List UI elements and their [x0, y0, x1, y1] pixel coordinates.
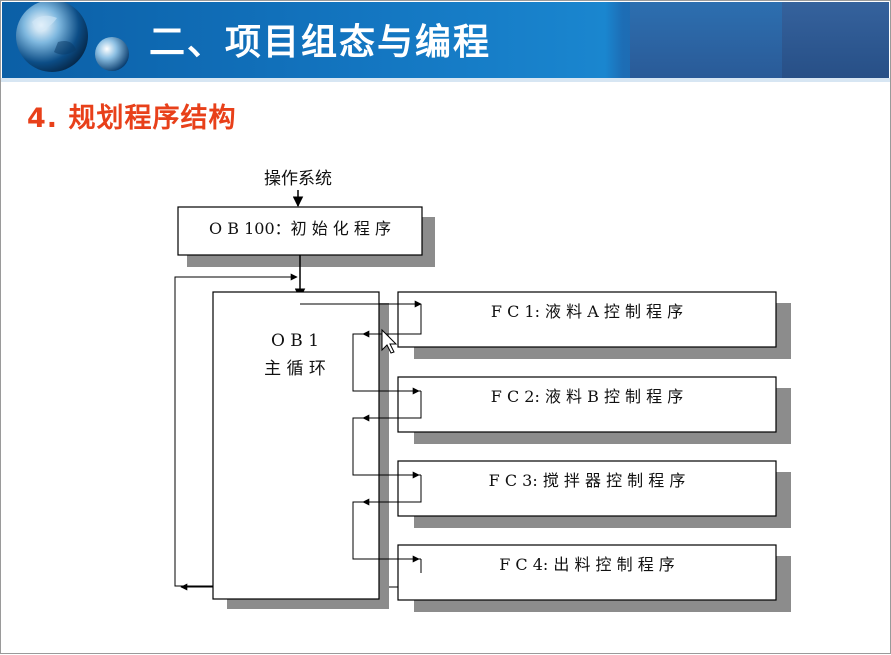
fc1-label: F C 1: 液 料 A 控 制 程 序: [491, 302, 683, 321]
section-heading: 4. 规划程序结构: [27, 103, 237, 134]
fc2-block: F C 2: 液 料 B 控 制 程 序: [397, 376, 791, 444]
mouse-cursor-icon: [381, 328, 398, 354]
ob1-box: [212, 291, 380, 600]
fc4-block: F C 4: 出 料 控 制 程 序: [397, 544, 791, 612]
fc1-box: [397, 291, 777, 348]
fc2-box: [397, 376, 777, 433]
loop-back-line: [174, 276, 215, 587]
fc3-label: F C 3: 搅 拌 器 控 制 程 序: [489, 471, 686, 490]
call-paths: [300, 300, 422, 573]
ob100-box: [177, 206, 423, 256]
ob1-label-line1: O B 1: [271, 331, 319, 351]
ob100-label: O B 100：初 始 化 程 序: [209, 219, 391, 238]
fc3-box: [397, 460, 777, 517]
globe-logo-icon: [16, 2, 129, 72]
header-stripe: [1, 78, 890, 82]
header-bar: [2, 2, 889, 79]
fc4-label: F C 4: 出 料 控 制 程 序: [499, 555, 675, 574]
fc4-box: [397, 544, 777, 601]
page-title: 二、项目组态与编程: [149, 22, 492, 63]
header-panel-dark: [782, 2, 889, 79]
fc1-block: F C 1: 液 料 A 控 制 程 序: [397, 291, 791, 359]
fc3-block: F C 3: 搅 拌 器 控 制 程 序: [397, 460, 791, 528]
ob1-label-line2: 主 循 环: [264, 359, 326, 379]
fc2-label: F C 2: 液 料 B 控 制 程 序: [491, 387, 683, 406]
os-label: 操作系统: [264, 169, 332, 189]
